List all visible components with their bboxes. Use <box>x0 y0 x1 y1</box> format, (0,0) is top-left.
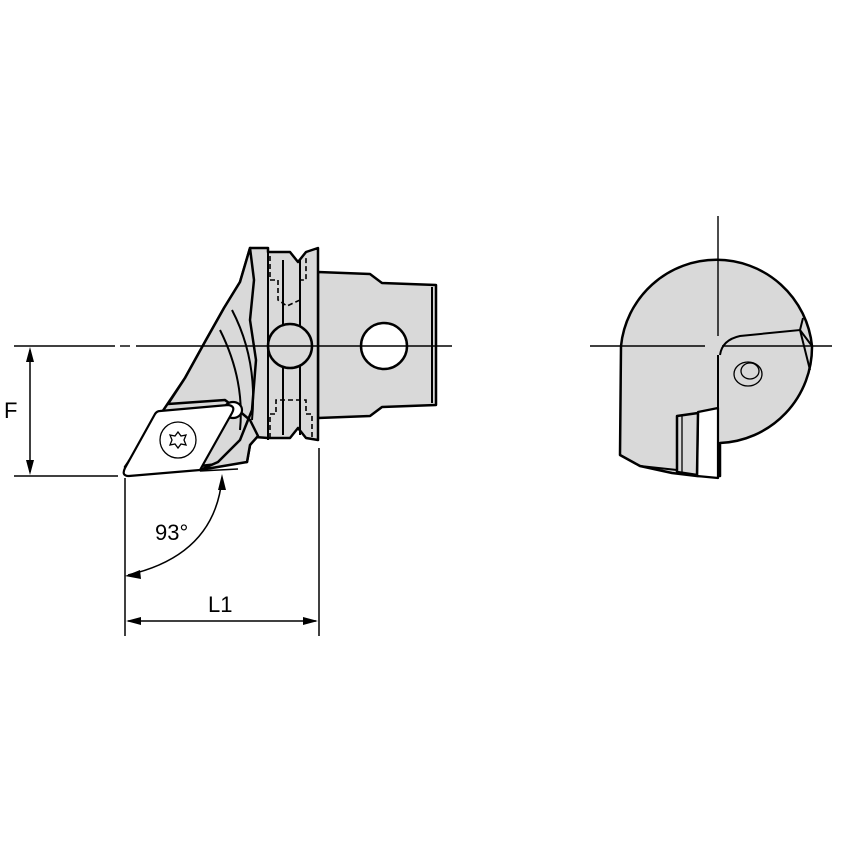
end-view-body <box>618 258 814 478</box>
end-clamp-screw-inner <box>740 362 760 380</box>
dimensions: F 93° L1 <box>4 347 320 636</box>
side-view <box>14 246 452 478</box>
end-insert <box>695 406 720 480</box>
angle-reference-line <box>199 468 239 472</box>
l1-arrow-right <box>303 617 318 625</box>
l1-arrow-left <box>126 617 141 625</box>
seat-facet-right <box>799 329 811 371</box>
angle-arrow-bottom <box>125 570 141 579</box>
f-label: F <box>4 398 17 423</box>
seat-facet-top <box>799 317 804 331</box>
end-bottom-chamfer <box>619 454 678 471</box>
upper-screw-hidden <box>269 256 307 307</box>
angle-arrow-top <box>218 474 226 490</box>
l1-label: L1 <box>208 592 232 617</box>
seat-top-edge <box>719 328 813 356</box>
end-insert-seat <box>675 411 700 477</box>
wedge-arc-1 <box>231 309 255 421</box>
angle-label: 93° <box>155 520 188 545</box>
insert-screw-head <box>159 421 197 459</box>
end-clamp-screw-outer <box>733 361 763 387</box>
rhombic-insert <box>122 403 235 478</box>
f-arrow-top <box>26 347 34 362</box>
wedge-arc-2 <box>219 329 242 431</box>
end-view <box>590 216 832 480</box>
torx-icon <box>168 430 188 450</box>
lower-screw-hidden <box>269 399 313 438</box>
f-arrow-bottom <box>26 460 34 475</box>
angle-arc <box>127 477 223 576</box>
